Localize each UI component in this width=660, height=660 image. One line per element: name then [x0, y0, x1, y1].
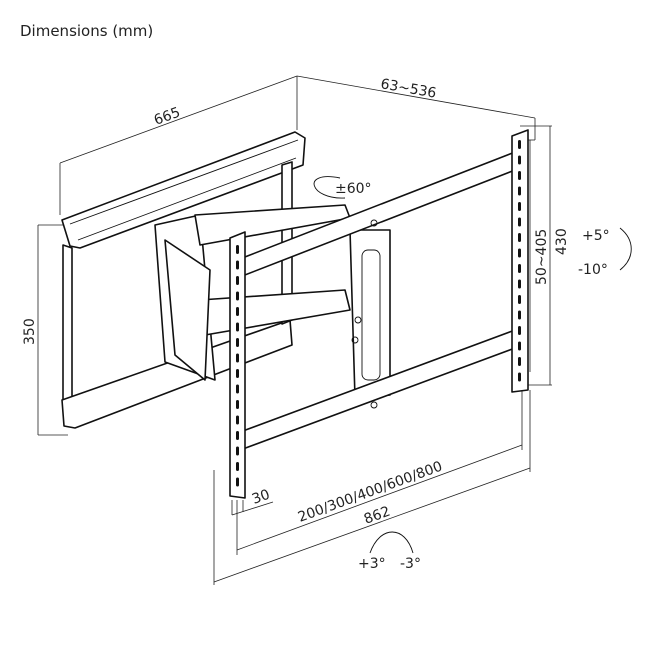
angle-tilt-up: +5° [582, 228, 610, 244]
tilt-arrow-icon [619, 227, 632, 271]
diagram-title: Dimensions (mm) [20, 22, 154, 40]
mounting-slot [518, 186, 521, 196]
mounting-slot [518, 264, 521, 273]
dim-wall-plate-height: 350 [22, 318, 38, 345]
mounting-slot [518, 372, 521, 382]
dim-vesa-vertical: 50~405 [534, 229, 550, 285]
dim-wall-plate-width: 665 [152, 105, 183, 129]
mounting-slot [236, 446, 239, 456]
mounting-slot [236, 384, 239, 394]
mounting-slot [518, 217, 521, 227]
mounting-slot [236, 369, 239, 378]
mounting-slot [236, 276, 239, 285]
mounting-slot [518, 279, 521, 289]
angle-level-plus: +3° [358, 556, 386, 572]
tv-bracket [229, 129, 529, 499]
mounting-slot [236, 462, 239, 471]
angle-swivel: ±60° [335, 181, 372, 197]
mounting-slot [236, 322, 239, 332]
angle-level-minus: -3° [400, 556, 421, 572]
mounting-slot [518, 233, 521, 242]
mounting-slot [518, 248, 521, 258]
mounting-slot [236, 338, 239, 347]
dim-bracket-height: 430 [554, 228, 570, 255]
mounting-slot [236, 260, 239, 270]
angle-tilt-down: -10° [578, 262, 608, 278]
dim-extension: 63~536 [379, 76, 437, 102]
articulating-arms [154, 204, 391, 399]
mounting-slot [236, 307, 239, 316]
mounting-slot [518, 295, 521, 304]
swivel-arrow-icon [313, 176, 346, 199]
mounting-slot [518, 202, 521, 211]
mounting-slot [518, 155, 521, 165]
mounting-slot [236, 431, 239, 440]
mounting-slot [518, 171, 521, 180]
mounting-slot [518, 140, 521, 149]
mounting-slot [518, 341, 521, 351]
mounting-slot [236, 415, 239, 425]
dim-bracket-width: 862 [362, 504, 393, 528]
mounting-slot [236, 245, 239, 254]
mounting-slot [518, 326, 521, 335]
angle-arrows [313, 176, 632, 554]
level-arrow-icon [369, 531, 414, 554]
mounting-slot [236, 477, 239, 487]
mounting-slot [518, 310, 521, 320]
dim-offset: 30 [250, 487, 272, 508]
mounting-slot [518, 357, 521, 366]
mounting-slot [236, 400, 239, 409]
mounting-slot [236, 353, 239, 363]
mounting-slot [236, 291, 239, 301]
